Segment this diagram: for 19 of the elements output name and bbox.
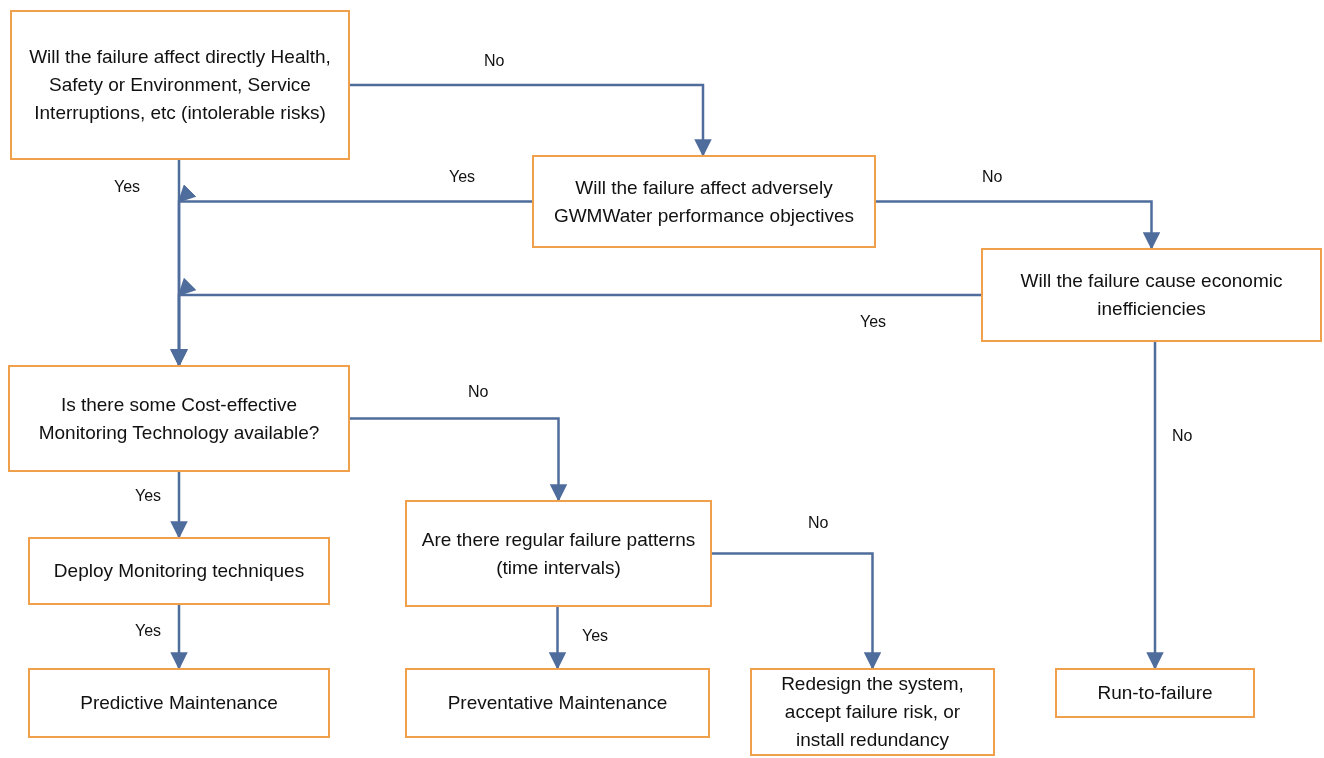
arrow [350, 83, 712, 157]
process-box: Deploy Monitoring techniques [28, 537, 330, 605]
arrow [876, 200, 1161, 250]
process-box: Predictive Maintenance [28, 668, 330, 738]
process-box: Will the failure affect directly Health, Safety or Environment, Service Interruptions, etc (intolerable risks) [10, 10, 350, 160]
process-box: Redesign the system, accept failure risk, or install redundancy [750, 668, 995, 756]
process-box: Run-to-failure [1055, 668, 1255, 718]
arrow [548, 607, 567, 670]
arrow [1146, 342, 1164, 670]
arrow [350, 417, 568, 502]
process-box: Are there regular failure patterns (time intervals) [405, 500, 712, 607]
arrow [170, 472, 188, 539]
process-box: Is there some Cost-effective Monitoring Technology available? [8, 365, 350, 472]
process-box: Will the failure cause economic inefficiencies [981, 248, 1322, 342]
arrow [170, 278, 981, 365]
arrow [712, 552, 882, 670]
process-box: Will the failure affect adversely GWMWater performance objectives [532, 155, 876, 248]
process-box: Preventative Maintenance [405, 668, 710, 738]
arrow [170, 605, 188, 670]
